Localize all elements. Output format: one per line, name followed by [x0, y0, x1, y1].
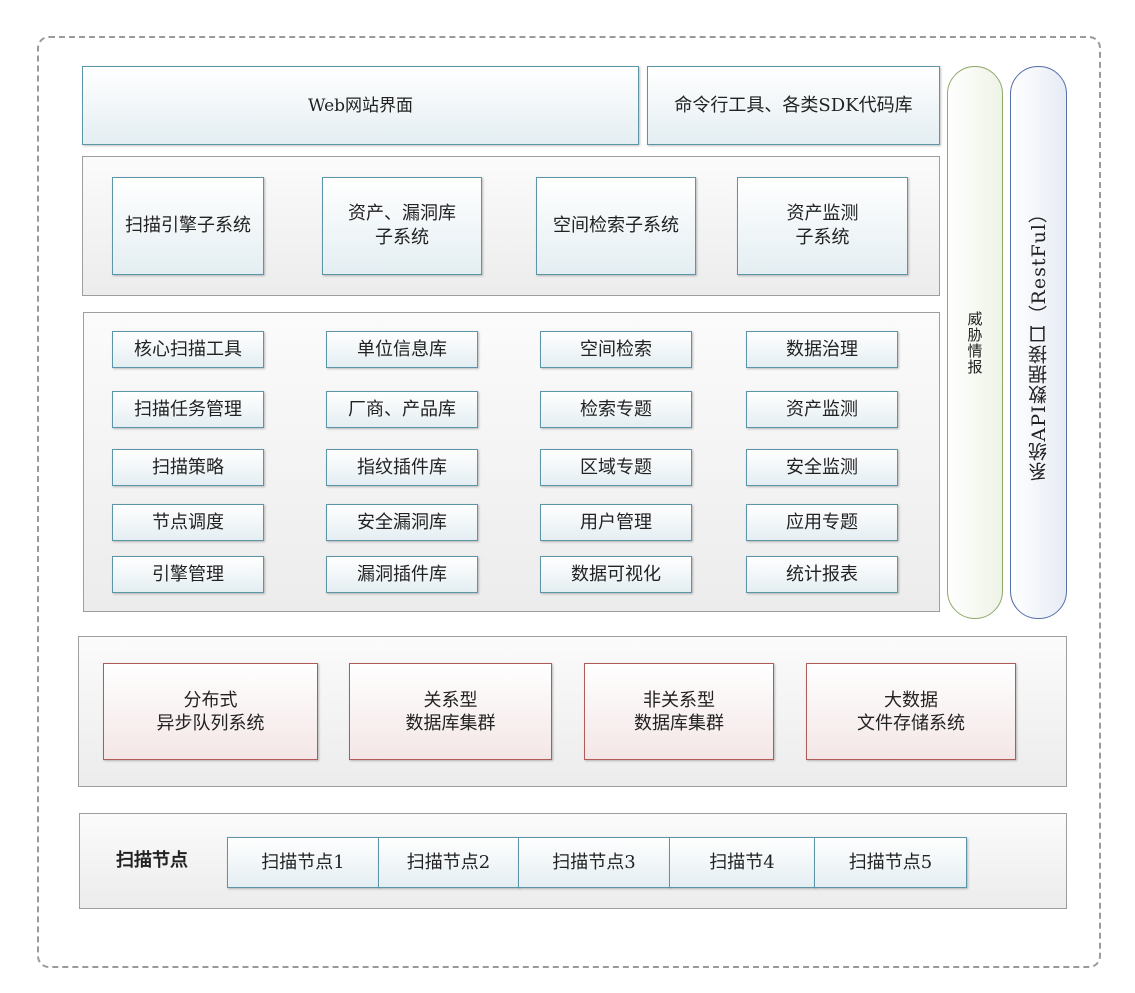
storage-label-line1: 大数据	[884, 689, 938, 711]
storage-label-line1: 分布式	[183, 689, 238, 711]
module-label: 空间检索	[580, 338, 652, 360]
module-label: 引擎管理	[152, 563, 224, 585]
module-label: 核心扫描工具	[134, 338, 242, 360]
subsystem-label: 扫描引擎子系统	[125, 215, 251, 236]
module-label: 扫描策略	[152, 456, 224, 478]
module-box: 安全监测	[746, 449, 898, 486]
storage-label-line2: 数据库集群	[634, 712, 724, 734]
storage-label-line2: 数据库集群	[405, 712, 496, 734]
subsystem-box-space-search: 空间检索子系统	[536, 177, 696, 275]
storage-box-relational-db: 关系型 数据库集群	[349, 663, 552, 760]
scan-node-label: 扫描节点1	[261, 851, 345, 873]
architecture-outer-boundary	[37, 36, 1101, 968]
subsystem-box-asset-monitor: 资产监测 子系统	[737, 177, 908, 275]
module-label: 检索专题	[580, 398, 652, 420]
module-label: 区域专题	[580, 456, 652, 478]
module-label: 数据可视化	[571, 563, 661, 585]
storage-box-bigdata-fs: 大数据 文件存储系统	[806, 663, 1016, 760]
module-box: 指纹插件库	[326, 449, 478, 486]
threat-intel-pill: 威胁情报	[947, 66, 1003, 619]
module-label: 应用专题	[786, 511, 858, 533]
threat-intel-label: 威胁情报	[965, 310, 984, 375]
module-label: 统计报表	[786, 563, 858, 585]
module-box: 数据治理	[746, 331, 898, 368]
module-box: 数据可视化	[540, 556, 692, 593]
module-box: 节点调度	[112, 504, 264, 541]
web-interface-label: Web网站界面	[307, 95, 414, 116]
module-label: 单位信息库	[357, 338, 447, 360]
module-label: 资产监测	[786, 398, 858, 420]
scan-nodes-title: 扫描节点	[116, 850, 188, 871]
module-label: 厂商、产品库	[348, 398, 456, 420]
cli-sdk-box: 命令行工具、各类SDK代码库	[647, 66, 940, 145]
module-box: 安全漏洞库	[326, 504, 478, 541]
module-label: 扫描任务管理	[134, 398, 242, 420]
scan-node-label: 扫描节点5	[848, 851, 933, 873]
module-box: 应用专题	[746, 504, 898, 541]
module-box: 厂商、产品库	[326, 391, 478, 428]
module-box: 引擎管理	[112, 556, 264, 593]
scan-node-box: 扫描节点3	[518, 837, 670, 888]
module-box: 漏洞插件库	[326, 556, 478, 593]
subsystem-box-scan-engine: 扫描引擎子系统	[112, 177, 264, 275]
api-interface-pill: 系统API数据接口（RestFul）	[1010, 66, 1067, 619]
scan-node-label: 扫描节点3	[552, 851, 636, 873]
module-box: 扫描任务管理	[112, 391, 264, 428]
scan-node-box: 扫描节点1	[227, 837, 379, 888]
subsystem-box-asset-vuln: 资产、漏洞库 子系统	[322, 177, 482, 275]
subsystem-label: 空间检索子系统	[553, 215, 679, 236]
module-box: 空间检索	[540, 331, 692, 368]
module-box: 核心扫描工具	[112, 331, 264, 368]
storage-label-line2: 文件存储系统	[857, 712, 965, 734]
storage-box-async-queue: 分布式 异步队列系统	[103, 663, 318, 760]
module-label: 安全监测	[786, 456, 858, 478]
storage-label-line2: 异步队列系统	[156, 712, 265, 734]
scan-node-box: 扫描节点2	[378, 837, 519, 888]
scan-node-box: 扫描节4	[669, 837, 815, 888]
scan-node-box: 扫描节点5	[814, 837, 967, 888]
module-label: 用户管理	[580, 511, 652, 533]
scan-node-label: 扫描节4	[709, 851, 775, 873]
module-box: 统计报表	[746, 556, 898, 593]
scan-node-label: 扫描节点2	[406, 851, 491, 873]
module-label: 指纹插件库	[357, 456, 447, 478]
storage-box-nosql-db: 非关系型 数据库集群	[584, 663, 774, 760]
module-label: 安全漏洞库	[357, 511, 447, 533]
module-box: 区域专题	[540, 449, 692, 486]
module-label: 节点调度	[152, 511, 224, 533]
module-box: 检索专题	[540, 391, 692, 428]
web-interface-box: Web网站界面	[82, 66, 639, 145]
module-box: 用户管理	[540, 504, 692, 541]
subsystem-label: 资产、漏洞库 子系统	[348, 203, 456, 248]
module-label: 数据治理	[786, 338, 858, 360]
storage-label-line1: 非关系型	[643, 689, 715, 711]
api-interface-label: 系统API数据接口（RestFul）	[1028, 203, 1050, 482]
module-box: 扫描策略	[112, 449, 264, 486]
subsystem-label: 资产监测 子系统	[786, 203, 859, 248]
module-box: 单位信息库	[326, 331, 478, 368]
cli-sdk-label: 命令行工具、各类SDK代码库	[674, 94, 913, 116]
module-box: 资产监测	[746, 391, 898, 428]
module-label: 漏洞插件库	[357, 563, 447, 585]
storage-label-line1: 关系型	[423, 689, 478, 711]
